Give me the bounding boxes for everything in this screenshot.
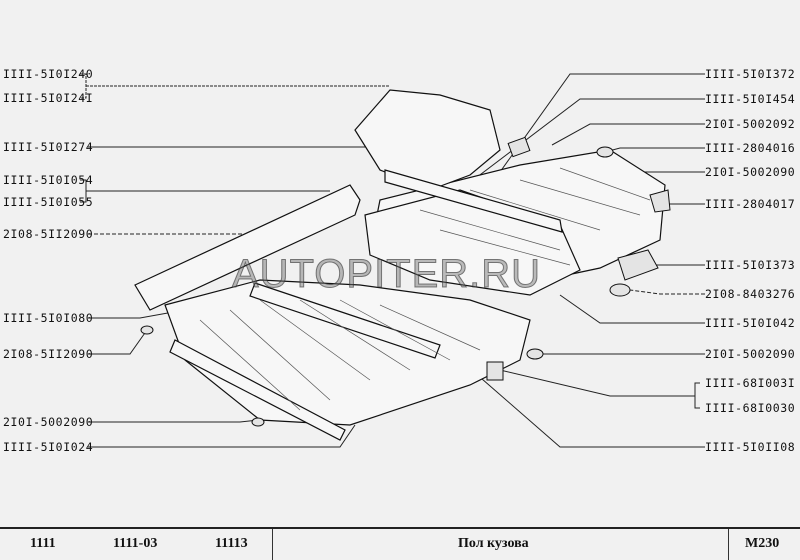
front-floor-panel bbox=[164, 279, 531, 426]
divider bbox=[272, 529, 273, 560]
part-label: IIII-68I0030 bbox=[705, 401, 796, 415]
part-label: 2I0I-5002090 bbox=[3, 415, 94, 429]
model-3: 11113 bbox=[215, 536, 248, 551]
part-label: IIII-5I0II08 bbox=[705, 440, 796, 454]
page-code: M230 bbox=[745, 536, 780, 551]
page-title: Пол кузова bbox=[458, 536, 529, 551]
model-1: 1111 bbox=[30, 536, 56, 551]
watermark: AUTOPITER.RU bbox=[231, 252, 542, 297]
cross-member bbox=[384, 169, 563, 233]
part-label: 2I08-5II2090 bbox=[3, 347, 94, 361]
part-label: IIII-5I0I024 bbox=[3, 440, 94, 454]
part-label: IIII-5I0I042 bbox=[705, 316, 796, 330]
footer-title-block: 1111 1111-03 11113 Пол кузова M230 bbox=[0, 527, 800, 560]
part-label: IIII-5I0I055 bbox=[3, 195, 94, 209]
part-label: 2I08-5II2090 bbox=[3, 227, 94, 241]
part-label: IIII-2804016 bbox=[705, 141, 796, 155]
part-label: IIII-68I003I bbox=[705, 376, 796, 390]
part-label: IIII-5I0I372 bbox=[705, 67, 796, 81]
part-label: IIII-5I0I373 bbox=[705, 258, 796, 272]
divider bbox=[728, 529, 729, 560]
part-label: 2I0I-5002090 bbox=[705, 347, 796, 361]
side-sill bbox=[134, 184, 361, 311]
model-2: 1111-03 bbox=[113, 536, 158, 551]
part-label: IIII-5I0I24I bbox=[3, 91, 94, 105]
part-label: 2I0I-5002090 bbox=[705, 165, 796, 179]
plug bbox=[251, 417, 265, 427]
front-rail bbox=[169, 339, 346, 441]
part-label: IIII-5I0I240 bbox=[3, 67, 94, 81]
floor-diagram bbox=[80, 73, 705, 448]
part-label: IIII-5I0I054 bbox=[3, 173, 94, 187]
part-label: IIII-5I0I080 bbox=[3, 311, 94, 325]
part-label: 2I08-8403276 bbox=[705, 287, 796, 301]
part-label: IIII-2804017 bbox=[705, 197, 796, 211]
part-label: IIII-5I0I274 bbox=[3, 140, 94, 154]
part-label: IIII-5I0I454 bbox=[705, 92, 796, 106]
front-cross-member bbox=[249, 282, 441, 359]
part-label: 2I0I-5002092 bbox=[705, 117, 796, 131]
